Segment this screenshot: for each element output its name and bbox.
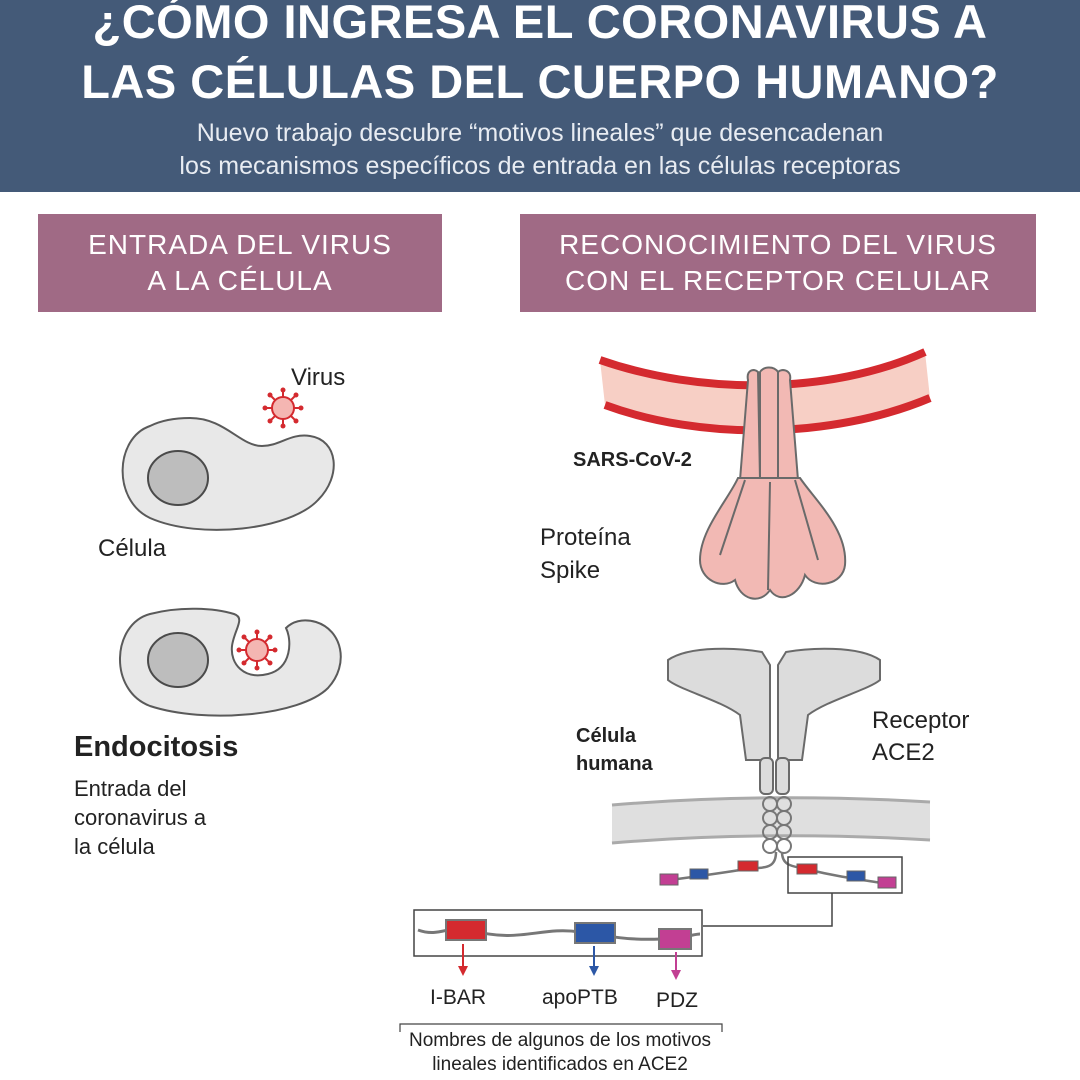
right-heading-line-1: RECONOCIMIENTO DEL VIRUS (559, 229, 997, 260)
motif-caption-line-2: lineales identificados en ACE2 (432, 1054, 688, 1075)
left-heading-line-1: ENTRADA DEL VIRUS (88, 229, 392, 260)
virus-icon (261, 386, 305, 430)
right-section-heading: RECONOCIMIENTO DEL VIRUS CON EL RECEPTOR… (520, 214, 1036, 312)
spike-protein-illustration (698, 366, 847, 600)
subtitle-line-2: los mecanismos específicos de entrada en… (179, 152, 901, 180)
endocytosis-desc-line-3: la célula (74, 834, 155, 859)
cell-label: Célula (98, 535, 167, 562)
motif-label-ibar: I-BAR (430, 986, 487, 1009)
header-banner: ¿CÓMO INGRESA EL CORONAVIRUS A LAS CÉLUL… (0, 0, 1080, 192)
left-section-heading: ENTRADA DEL VIRUS A LA CÉLULA (38, 214, 442, 312)
receptor-label-line-2: ACE2 (872, 739, 935, 766)
endocytosis-cell-illustration (119, 607, 342, 717)
receptor-label-line-1: Receptor (872, 707, 970, 734)
cell-illustration (121, 416, 335, 531)
motif-detail-box (399, 909, 723, 1032)
right-heading-line-2: CON EL RECEPTOR CELULAR (565, 265, 991, 296)
cell-membrane (611, 796, 931, 854)
title-line-2: LAS CÉLULAS DEL CUERPO HUMANO? (81, 55, 999, 108)
endocytosis-desc-line-1: Entrada del (74, 776, 187, 801)
endocytosis-title: Endocitosis (74, 731, 239, 763)
spike-label-line-2: Spike (540, 557, 601, 584)
engulfed-virus-icon (235, 628, 279, 672)
human-cell-line-2: humana (576, 753, 653, 775)
motif-caption-line-1: Nombres de algunos de los motivos (408, 1030, 712, 1051)
virus-label: Virus (291, 364, 346, 391)
motif-label-apoptb: apoPTB (542, 986, 618, 1009)
spike-label-line-1: Proteína (540, 524, 631, 551)
endocytosis-desc-line-2: coronavirus a (74, 805, 207, 830)
ace2-receptor-illustration (667, 647, 881, 795)
title-line-1: ¿CÓMO INGRESA EL CORONAVIRUS A (92, 0, 988, 48)
human-cell-line-1: Célula (576, 725, 637, 747)
left-heading-line-2: A LA CÉLULA (147, 265, 333, 296)
motif-label-pdz: PDZ (656, 989, 698, 1012)
virus-name-label: SARS-CoV-2 (573, 449, 692, 471)
intracellular-tail (659, 851, 903, 927)
subtitle-line-1: Nuevo trabajo descubre “motivos lineales… (196, 119, 884, 147)
